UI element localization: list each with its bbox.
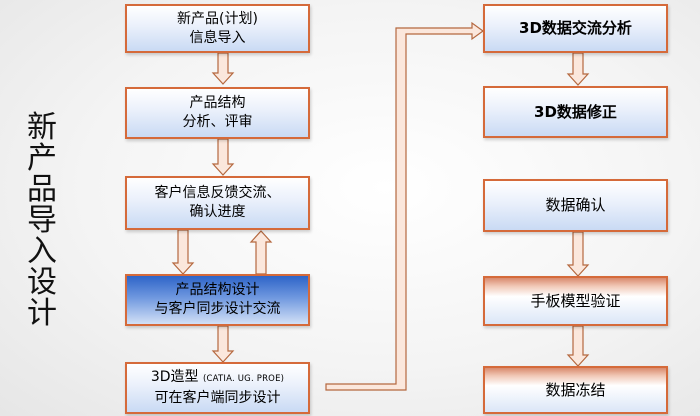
box-line: 分析、评审 [182,114,253,130]
title-char: 品 [27,172,57,207]
arrow-left-1-2 [211,52,235,85]
box-3d-data-analysis: 3D数据交流分析 [483,4,668,53]
box-prototype-verification: 手板模型验证 [483,276,668,326]
box-label: 数据冻结 [545,380,606,399]
box-new-product-info: 新产品(计划) 信息导入 [125,4,310,53]
box-line: 3D造型 (CATIA. UG. PROE) [151,368,284,389]
box-label: 数据确认 [545,196,606,214]
arrow-right-3-4 [566,231,590,277]
box-label: 3D数据修正 [534,102,617,121]
box-3d-modeling: 3D造型 (CATIA. UG. PROE) 可在客户端同步设计 [125,362,310,414]
arrow-right-1-2 [566,52,590,86]
vertical-title: 新 产 品 导 入 设 计 [24,112,60,329]
box-line: 产品结构 [189,95,246,111]
arrow-left-2-3 [211,138,235,176]
title-char: 导 [27,203,57,238]
title-char: 新 [27,110,57,145]
title-char: 入 [27,234,57,269]
arrow-right-4-5 [566,325,590,367]
box-line: 客户信息反馈交流、 [154,185,281,201]
box-label: 手板模型验证 [530,291,621,310]
title-char: 产 [27,141,57,176]
box-label: 3D数据交流分析 [519,19,632,37]
box-line: 与客户同步设计交流 [154,301,281,317]
arrow-connector [325,21,485,391]
box-customer-feedback: 客户信息反馈交流、 确认进度 [125,176,310,230]
box-line: 可在客户端同步设计 [154,390,281,406]
box-3d-data-correction: 3D数据修正 [483,86,668,138]
software-list: (CATIA. UG. PROE) [202,374,285,384]
arrow-left-4-5 [211,325,235,363]
title-char: 计 [27,296,57,331]
box-line: 新产品(计划) [177,10,258,27]
box-data-freeze: 数据冻结 [483,366,668,414]
title-char: 设 [27,265,57,300]
box-structure-design: 产品结构设计 与客户同步设计交流 [125,274,310,326]
box-data-confirmation: 数据确认 [483,179,668,232]
arrow-left-4-3-up [249,230,273,275]
box-line: 确认进度 [189,204,246,220]
box-structure-analysis: 产品结构 分析、评审 [125,87,310,139]
arrow-left-3-4-down [171,229,195,275]
box-line: 产品结构设计 [175,282,260,298]
box-line: 信息导入 [189,29,246,46]
box-line-main: 3D造型 [150,369,199,385]
